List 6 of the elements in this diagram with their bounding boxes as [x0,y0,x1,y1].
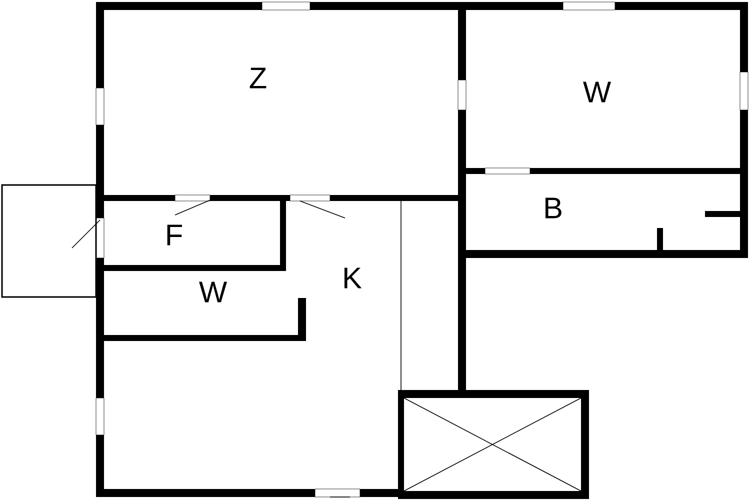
room-label: Z [250,68,266,88]
room-label: W [583,82,611,102]
room-label: W [199,282,227,302]
room-label: B [546,198,562,218]
room-label: K [344,268,362,288]
room-label: F [167,224,182,246]
